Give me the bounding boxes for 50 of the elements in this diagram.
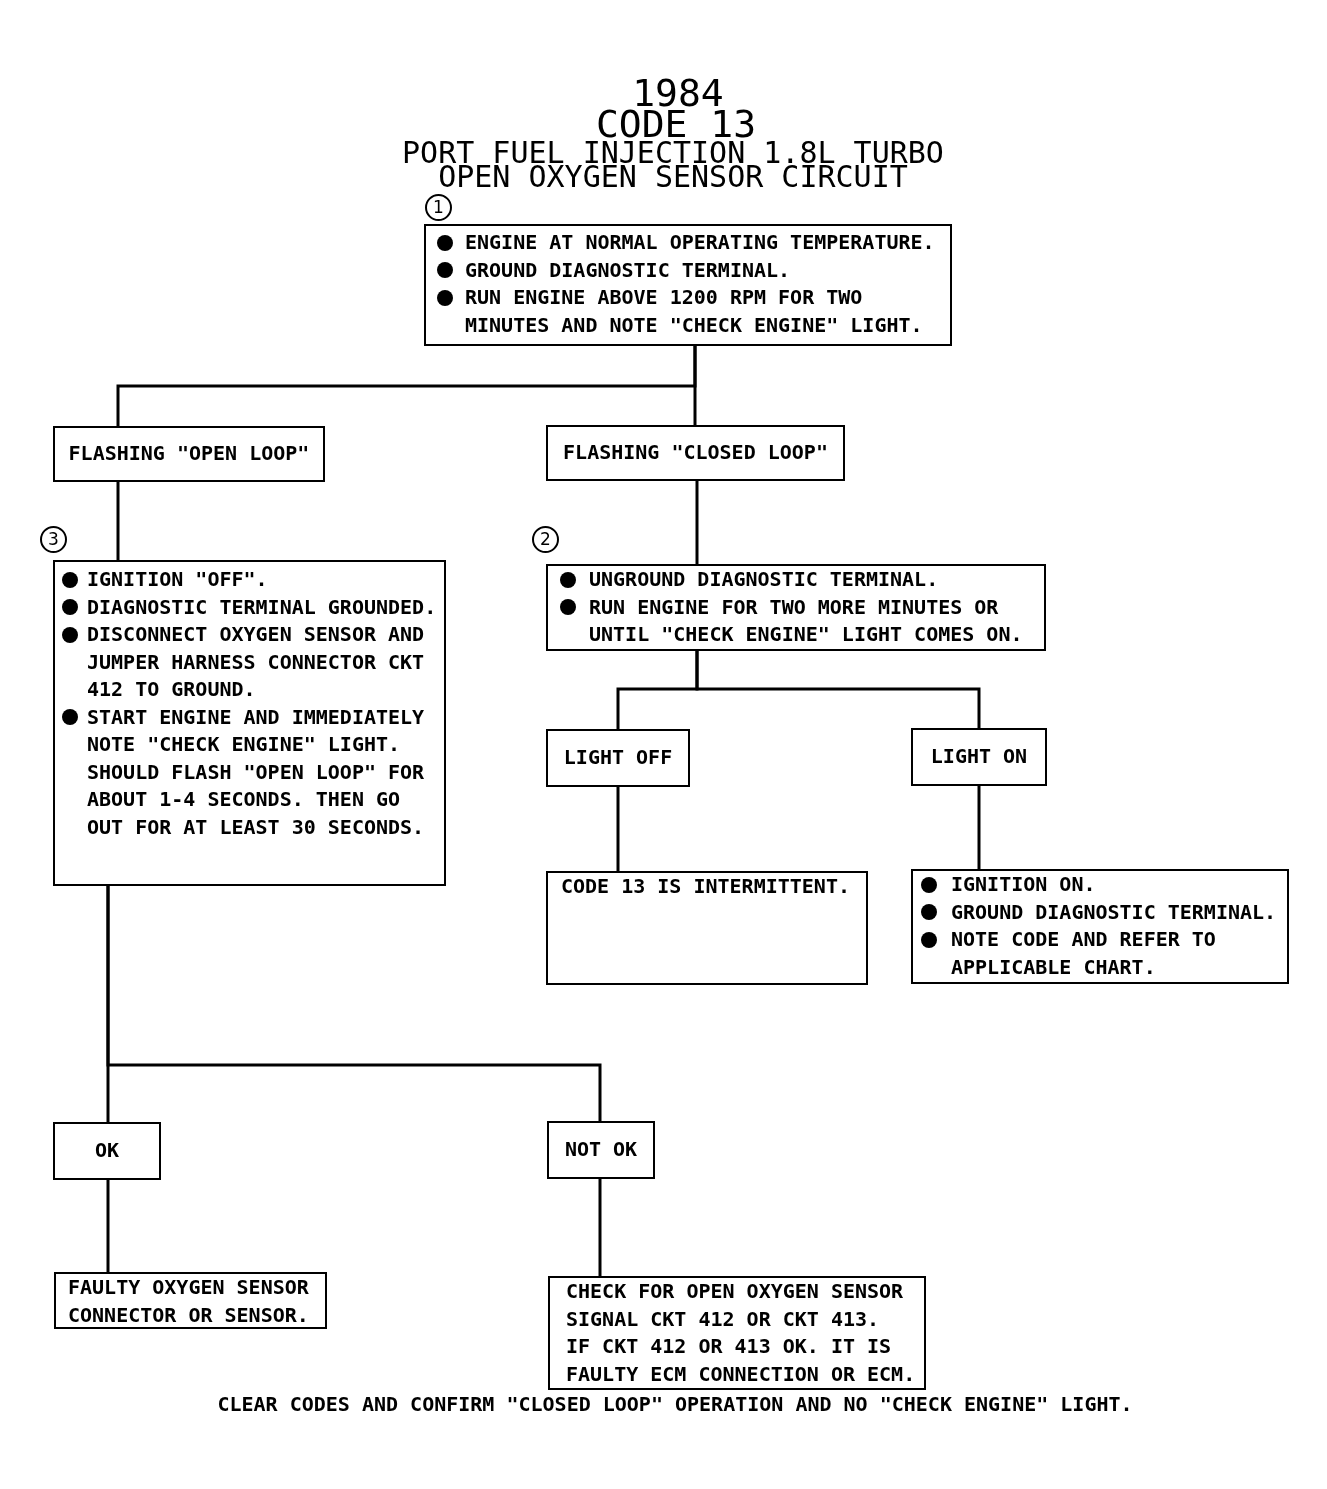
connector-line <box>695 481 699 564</box>
step-box <box>546 871 868 985</box>
step-box <box>546 729 690 787</box>
instruction-text: START ENGINE AND IMMEDIATELY NOTE "CHECK ENGINE" LIGHT. SHOULD FLASH "OPEN LOOP" FOR ABOUT 1-4 SECONDS. THEN GO OUT FOR AT LEAST 30 SECONDS. <box>87 703 426 841</box>
step-box <box>53 560 446 886</box>
instruction-text: CHECK FOR OPEN OXYGEN SENSOR SIGNAL CKT 412 OR CKT 413. <box>566 1278 905 1333</box>
branch-label: LIGHT ON <box>930 743 1028 771</box>
branch-label: FLASHING "CLOSED LOOP" <box>563 439 828 467</box>
step-box <box>911 869 1289 984</box>
connector-line <box>693 346 697 425</box>
instruction-text: UNGROUND DIAGNOSTIC TERMINAL. <box>589 566 940 593</box>
instruction-text: NOTE CODE AND REFER TO APPLICABLE CHART. <box>951 926 1217 981</box>
instruction-text: FAULTY OXYGEN SENSOR CONNECTOR OR SENSOR. <box>68 1274 310 1329</box>
callout-number: 2 <box>532 526 559 553</box>
instruction-text: RUN ENGINE FOR TWO MORE MINUTES OR UNTIL "CHECK ENGINE" LIGHT COMES ON. <box>589 593 1024 648</box>
instruction-text: IGNITION ON. <box>951 871 1097 898</box>
connector-line <box>116 482 120 560</box>
branch-label: LIGHT OFF <box>563 744 673 772</box>
callout-number: 1 <box>425 194 452 221</box>
connector-line <box>977 786 981 869</box>
instruction-text: IGNITION "OFF". <box>87 566 269 593</box>
step-box <box>911 728 1047 786</box>
step-box <box>546 425 845 481</box>
instruction-text: RUN ENGINE ABOVE 1200 RPM FOR TWO MINUTES AND NOTE "CHECK ENGINE" LIGHT. <box>465 284 924 339</box>
diagram-title: PORT FUEL INJECTION 1.8L TURBO OPEN OXYGEN SENSOR CIRCUIT <box>401 141 945 189</box>
instruction-text: IF CKT 412 OR 413 OK. IT IS FAULTY ECM CONNECTION OR ECM. <box>566 1333 917 1388</box>
step-box <box>424 224 952 346</box>
instruction-text: GROUND DIAGNOSTIC TERMINAL. <box>951 898 1278 926</box>
connector-line <box>695 651 981 728</box>
branch-label: OK <box>94 1137 120 1165</box>
connector-line <box>598 1179 602 1276</box>
step-box <box>53 426 325 482</box>
instruction-text: DIAGNOSTIC TERMINAL GROUNDED. <box>87 593 438 621</box>
instruction-text: ENGINE AT NORMAL OPERATING TEMPERATURE. <box>465 229 936 256</box>
instruction-text: GROUND DIAGNOSTIC TERMINAL. <box>465 256 792 284</box>
step-box <box>547 1121 655 1179</box>
callout-number: 3 <box>40 526 67 553</box>
branch-label: NOT OK <box>564 1136 638 1164</box>
connector-line <box>106 886 602 1121</box>
step-box <box>548 1276 926 1390</box>
heading-text: 1984 <box>632 78 724 108</box>
connector-line <box>616 787 620 871</box>
heading-text: CODE 13 <box>595 109 757 139</box>
instruction-text: CODE 13 IS INTERMITTENT. <box>561 873 851 900</box>
connector-line <box>106 1180 110 1272</box>
instruction-text: DISCONNECT OXYGEN SENSOR AND JUMPER HARNESS CONNECTOR CKT 412 TO GROUND. <box>87 621 426 703</box>
step-box <box>546 564 1046 651</box>
note-text: CLEAR CODES AND CONFIRM "CLOSED LOOP" OPERATION AND NO "CHECK ENGINE" LIGHT. <box>217 1394 1133 1414</box>
branch-label: FLASHING "OPEN LOOP" <box>68 440 310 468</box>
step-box <box>53 1122 161 1180</box>
